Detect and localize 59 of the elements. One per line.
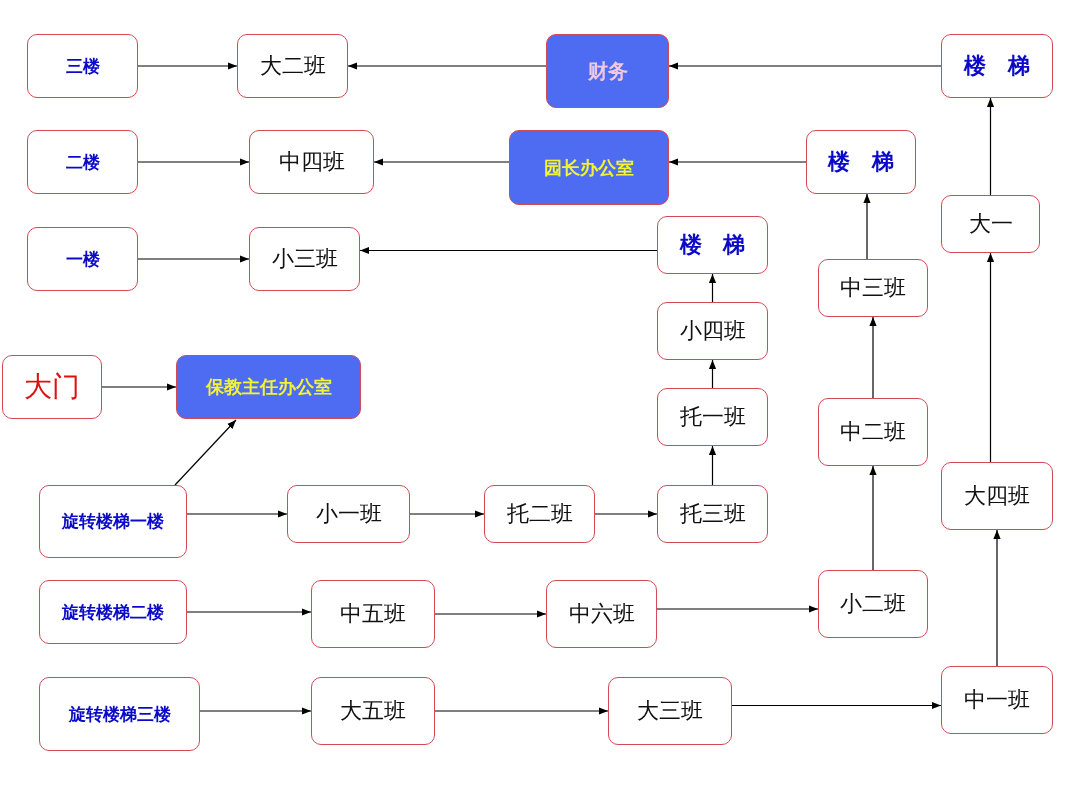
arrow xyxy=(199,707,312,715)
classroom-box: 小三班 xyxy=(249,227,360,291)
arrow xyxy=(137,255,250,263)
classroom-box: 中一班 xyxy=(941,666,1053,734)
arrow xyxy=(347,62,547,70)
arrow xyxy=(137,62,238,70)
arrow xyxy=(986,252,995,463)
classroom-box: 大一 xyxy=(941,195,1040,253)
arrow xyxy=(863,193,871,260)
stairs-box: 旋转楼梯二楼 xyxy=(39,580,187,644)
arrow xyxy=(869,316,877,399)
arrow xyxy=(373,158,510,166)
classroom-box: 小四班 xyxy=(657,302,768,360)
arrow xyxy=(708,273,717,303)
arrow xyxy=(993,529,1001,667)
arrow xyxy=(101,383,177,391)
gate-box: 大门 xyxy=(2,355,102,419)
classroom-box: 中四班 xyxy=(249,130,374,194)
stairs-box: 楼 梯 xyxy=(941,34,1053,98)
stairs-box: 旋转楼梯一楼 xyxy=(39,485,187,558)
floor-box: 二楼 xyxy=(27,130,138,194)
arrow xyxy=(186,510,288,518)
classroom-box: 大四班 xyxy=(941,462,1053,530)
arrow xyxy=(708,445,717,486)
office-box: 保教主任办公室 xyxy=(176,355,361,419)
stairs-box: 旋转楼梯三楼 xyxy=(39,677,200,751)
floor-box: 三楼 xyxy=(27,34,138,98)
classroom-box: 大五班 xyxy=(311,677,435,745)
classroom-box: 中五班 xyxy=(311,580,435,648)
arrow xyxy=(434,610,547,618)
arrow xyxy=(708,359,717,389)
arrow xyxy=(656,605,819,613)
office-box: 财务 xyxy=(546,34,669,108)
classroom-box: 托一班 xyxy=(657,388,768,446)
arrow xyxy=(594,510,658,518)
arrow xyxy=(137,158,250,166)
office-box: 园长办公室 xyxy=(509,130,669,205)
floor-box: 一楼 xyxy=(27,227,138,291)
arrow xyxy=(731,701,942,710)
classroom-box: 托二班 xyxy=(484,485,595,543)
classroom-box: 托三班 xyxy=(657,485,768,543)
classroom-box: 小二班 xyxy=(818,570,928,638)
arrow xyxy=(186,608,312,616)
classroom-box: 大二班 xyxy=(237,34,348,98)
classroom-box: 中三班 xyxy=(818,259,928,317)
arrow xyxy=(869,465,877,571)
classroom-box: 小一班 xyxy=(287,485,410,543)
classroom-box: 大三班 xyxy=(608,677,732,745)
arrow xyxy=(668,62,942,70)
arrow xyxy=(409,510,485,518)
arrow xyxy=(668,158,807,166)
arrow xyxy=(986,97,995,196)
classroom-box: 中六班 xyxy=(546,580,657,648)
arrow xyxy=(434,707,609,715)
stairs-box: 楼 梯 xyxy=(657,216,768,274)
classroom-box: 中二班 xyxy=(818,398,928,466)
stairs-box: 楼 梯 xyxy=(806,130,916,194)
arrow xyxy=(174,419,237,486)
arrow xyxy=(359,246,658,255)
